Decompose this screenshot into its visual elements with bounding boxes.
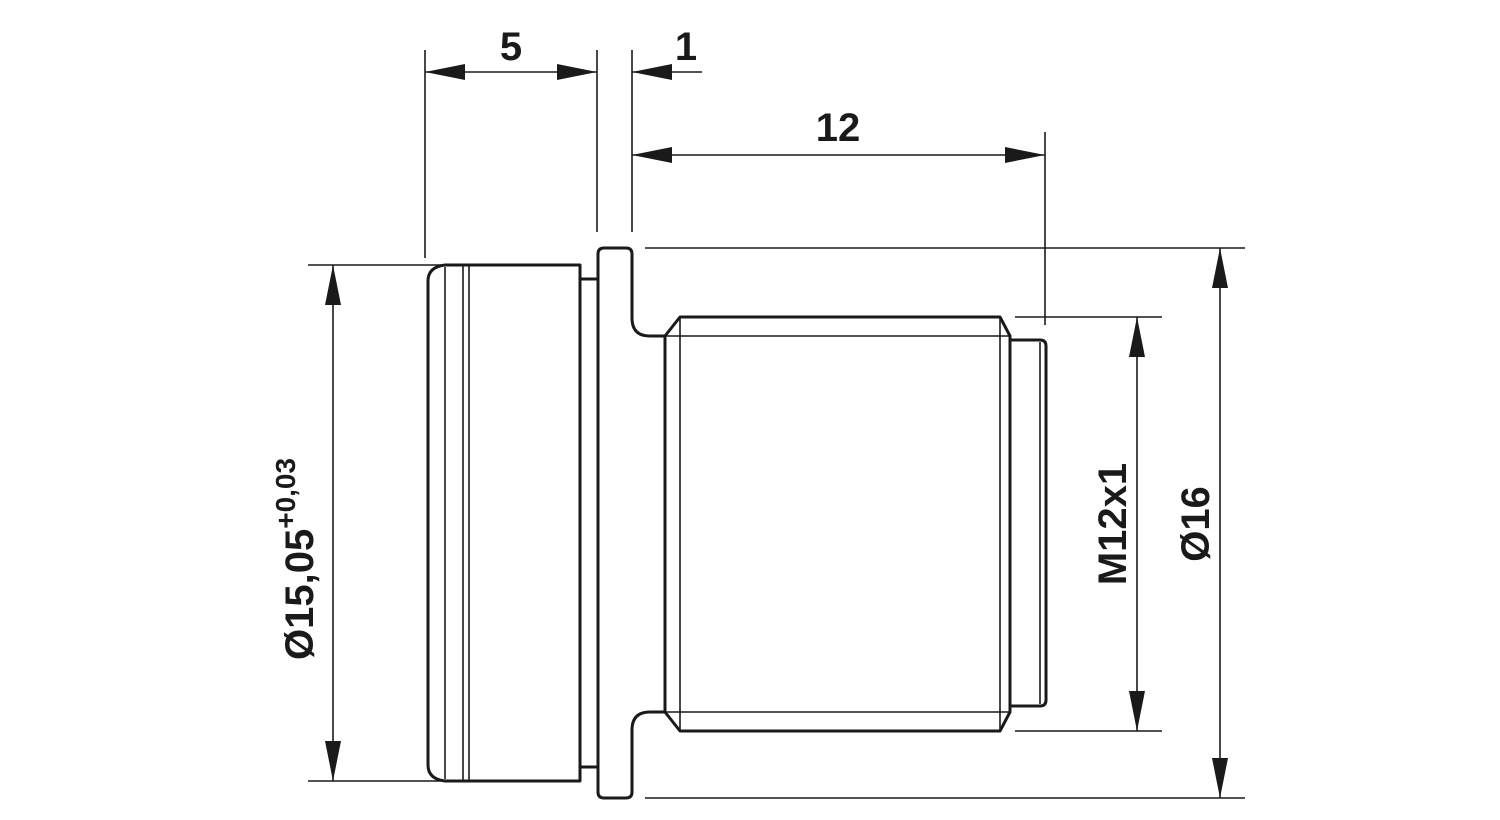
arrowhead-left	[425, 64, 465, 80]
dimension-width-1: 1	[632, 25, 702, 80]
arrowhead-down	[1129, 691, 1145, 731]
arrowhead-up	[325, 265, 341, 305]
dim-label-5: 5	[500, 25, 522, 69]
flange-body	[596, 246, 667, 800]
arrowhead-right	[557, 64, 597, 80]
arrowhead-right	[1005, 147, 1045, 163]
dim-label-1: 1	[675, 25, 697, 69]
collar-diameter-tolerance: +0,03	[270, 458, 301, 529]
arrowhead-down	[325, 741, 341, 781]
part-outline	[426, 246, 1048, 800]
arrowhead-left	[632, 147, 672, 163]
dim-label-thread: M12x1	[1091, 463, 1135, 585]
thread-body	[663, 315, 1012, 733]
dim-label-12: 12	[816, 106, 861, 150]
dimension-length-12: 12	[632, 106, 1045, 163]
dimension-diameter-collar: Ø15,05+0,03	[270, 265, 341, 781]
arrowhead-up	[1129, 317, 1145, 357]
dim-label-collar-diameter: Ø15,05+0,03	[270, 458, 322, 660]
extension-lines	[308, 50, 1245, 799]
dimension-diameter-flange: Ø16	[1174, 248, 1228, 798]
dimension-thread-size: M12x1	[1091, 317, 1145, 731]
dim-label-flange-diameter: Ø16	[1174, 486, 1218, 562]
dimension-width-5: 5	[425, 25, 597, 80]
collar-body	[426, 263, 582, 783]
tip-step	[1008, 338, 1048, 708]
collar-diameter-value: Ø15,05	[278, 529, 322, 660]
arrowhead-up	[1212, 248, 1228, 288]
arrowhead-down	[1212, 758, 1228, 798]
arrowhead-right-to-left	[632, 64, 672, 80]
